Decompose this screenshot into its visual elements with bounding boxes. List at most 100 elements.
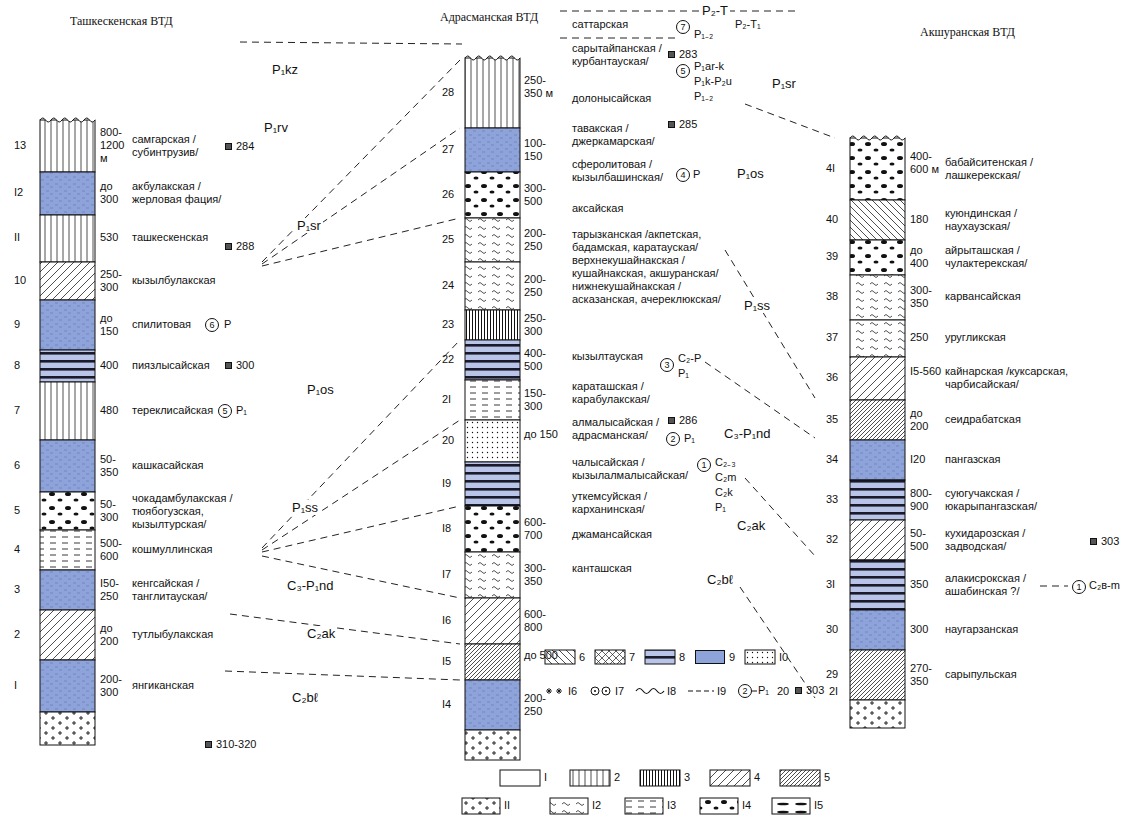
layer-label: 600-800 — [524, 608, 558, 634]
layer-label: кайнарская /куксарская, чарбисайская/ — [945, 365, 1070, 391]
stratum-band — [40, 350, 95, 382]
stratum-band — [465, 506, 520, 552]
circle-number: 5 — [676, 64, 690, 78]
layer-label: 100-150 — [524, 137, 558, 163]
circle-number: 2 — [738, 684, 752, 698]
layer-number: 34 — [826, 453, 838, 466]
layer-label: P₁₋₂ — [694, 28, 713, 41]
circle-number: 2 — [666, 432, 680, 446]
layer-label: 400 — [100, 359, 118, 372]
layer-label: 400-500 — [524, 347, 558, 373]
layer-number: I4 — [442, 698, 451, 711]
stratum-band — [465, 680, 520, 730]
layer-number: I7 — [442, 568, 451, 581]
circle-number: 3 — [660, 358, 674, 372]
stratum-band — [465, 462, 520, 506]
layer-number: 29 — [826, 668, 838, 681]
legend-sample — [605, 690, 607, 692]
layer-label: кашкасайская — [132, 459, 204, 472]
legend-sample — [546, 688, 552, 694]
legend-number: I4 — [742, 799, 751, 812]
sample-marker: 285 — [668, 118, 697, 131]
layer-label: 200-250 — [524, 227, 558, 253]
layer-label: тереклисайская — [132, 404, 213, 417]
layer-label: 800-900 — [910, 487, 942, 513]
layer-label: P₁ — [715, 501, 726, 514]
layer-label: P — [224, 318, 231, 331]
layer-label: I5-560 — [910, 365, 942, 378]
legend-number: 3 — [684, 771, 690, 784]
stratum-band — [850, 275, 905, 320]
erosion-top — [40, 118, 95, 122]
stratum-band — [40, 660, 95, 712]
layer-number: 4I — [826, 162, 835, 175]
layer-label: кызылбулакская — [132, 274, 216, 287]
title-text: Адрасманская ВТД — [440, 10, 543, 25]
layer-label: 350 — [910, 578, 928, 591]
layer-label: кызылтауская — [572, 350, 643, 363]
layer-label: 250 — [910, 331, 928, 344]
layer-label: 300-500 — [524, 182, 558, 208]
layer-label: бабайситенская /лашкерекская/ — [945, 156, 1070, 182]
legend-sample — [772, 798, 810, 814]
legend-number: I9 — [717, 685, 726, 698]
sample-marker: 310-320 — [205, 738, 256, 751]
legend-sample — [640, 770, 680, 786]
age-label: P₂-T — [700, 3, 730, 18]
legend-number: I8 — [667, 685, 676, 698]
legend-sample — [462, 798, 500, 814]
layer-number: 9 — [14, 318, 20, 331]
legend-sample — [570, 770, 610, 786]
circle-number: 1 — [1072, 580, 1086, 594]
legend-sample — [595, 650, 625, 664]
layer-label: 300-350 — [524, 562, 558, 588]
layer-label: 200-300 — [100, 673, 130, 699]
erosion-top — [465, 48, 520, 60]
section-title: Ташкескенская ВТД — [70, 14, 177, 31]
layer-label: самгарская /субинтрузив/ — [132, 133, 217, 159]
stratum-band — [40, 530, 95, 570]
stratum-band — [465, 730, 520, 760]
legend-number: I7 — [615, 685, 624, 698]
stratum-band — [40, 440, 95, 492]
layer-label: C₂-P — [678, 352, 701, 365]
layer-label: 50-300 — [100, 498, 130, 524]
layer-label: суюгучакская /юкарыпангазская/ — [945, 487, 1070, 513]
layer-number: 38 — [826, 290, 838, 303]
legend-number: 8 — [679, 651, 685, 664]
layer-label: тутлыбулакская — [132, 628, 213, 641]
sample-marker: 283 — [668, 48, 697, 61]
stratum-band — [40, 215, 95, 262]
stratum-band — [850, 480, 905, 520]
layer-label: 300-350 — [910, 284, 942, 310]
age-label: C₂bℓ — [290, 690, 320, 705]
layer-number: 39 — [826, 250, 838, 263]
layer-number: 13 — [14, 139, 26, 152]
legend-sample — [594, 690, 596, 692]
layer-number: 4 — [14, 543, 20, 556]
stratum-band — [465, 380, 520, 420]
legend-sample — [591, 687, 599, 695]
legend-number: 4 — [754, 771, 760, 784]
stratum-band — [40, 382, 95, 440]
layer-number: 5 — [14, 504, 20, 517]
stratum-band — [40, 300, 95, 350]
stratum-band — [465, 218, 520, 262]
layer-label: до 200 — [910, 407, 942, 433]
stratum-band — [465, 58, 520, 128]
layer-label: P — [693, 168, 700, 181]
stratum-band — [40, 120, 95, 172]
layer-number: 3 — [14, 583, 20, 596]
layer-label: I50-250 — [100, 577, 130, 603]
legend-number: 20 — [777, 685, 789, 698]
section-title: Адрасманская ВТД — [440, 10, 543, 27]
sample-marker: 303 — [795, 684, 824, 697]
layer-number: 20 — [442, 434, 454, 447]
legend-sample — [700, 798, 738, 814]
layer-label: уругликская — [945, 331, 1006, 344]
legend-sample — [625, 798, 663, 814]
layer-number: I8 — [442, 522, 451, 535]
stratum-band — [465, 310, 520, 340]
stratum-band — [40, 492, 95, 530]
layer-label: янгиканская — [132, 679, 194, 692]
